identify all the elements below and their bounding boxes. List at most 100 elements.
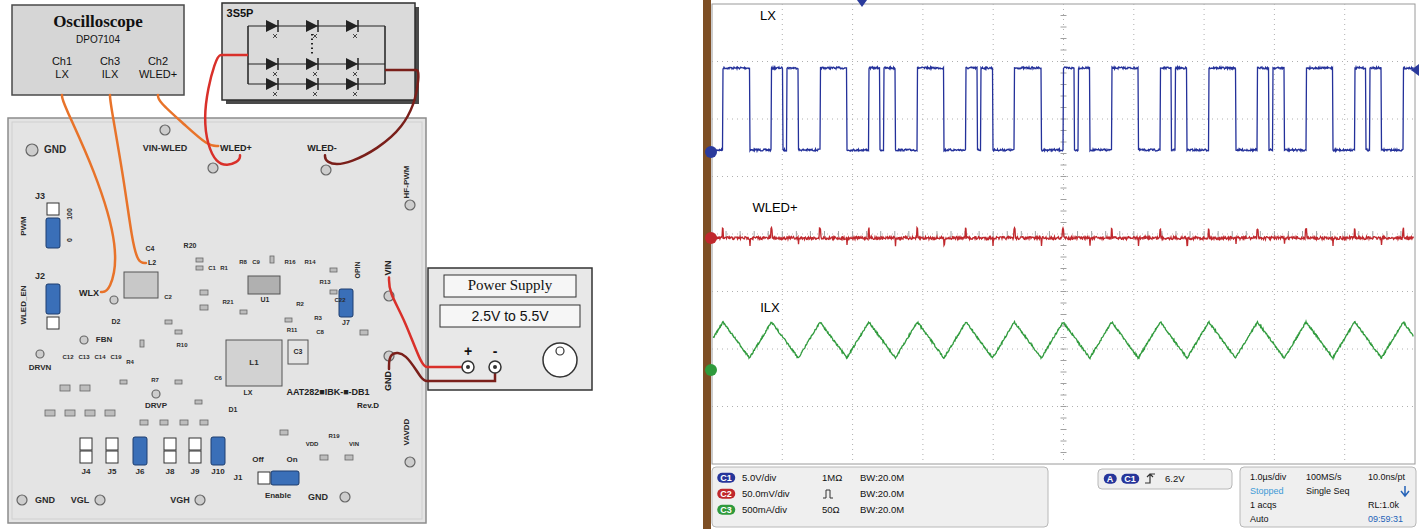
- channel-badge: A: [1104, 474, 1117, 484]
- scope-grid: [1091, 231, 1092, 237]
- scope-screen: [1098, 469, 1232, 489]
- scope-readout: 1MΩ: [822, 473, 842, 484]
- node-text: L2: [148, 259, 156, 267]
- scope-grid: [1204, 231, 1205, 237]
- label-slot: 09:59:31: [1368, 514, 1403, 524]
- scope-grid: [1061, 349, 1067, 350]
- power-supply-box: Power Supply2.5V to 5.5V+-: [428, 268, 592, 390]
- scope-grid: [712, 234, 1415, 235]
- led-array-case: [222, 3, 415, 100]
- text-slot: -: [493, 343, 498, 359]
- scope-readout: 6.2V: [1165, 474, 1185, 485]
- label-slot: R4: [126, 359, 134, 366]
- node-text: 2.5V to 5.5V: [471, 308, 548, 324]
- component-footprint: [180, 420, 188, 425]
- silkscreen-label: C4: [146, 245, 155, 253]
- silkscreen-label: R7: [151, 377, 159, 384]
- oscilloscope-case: [12, 5, 184, 95]
- component-footprint: [105, 410, 115, 416]
- component-footprint: [285, 318, 292, 322]
- scope-grid: [1061, 245, 1067, 246]
- silkscreen-label: VAVDD: [402, 419, 411, 446]
- test-wire: [389, 353, 428, 381]
- jumper-header: [47, 301, 59, 313]
- silkscreen-label: C13: [78, 354, 89, 361]
- silkscreen-label: J3: [35, 191, 45, 201]
- label-slot: C13: [78, 354, 89, 361]
- jumper-header: [80, 451, 92, 463]
- silkscreen-label: HF-PWM: [402, 166, 411, 199]
- scope-grid: [922, 231, 923, 237]
- label-slot: Stopped: [1250, 486, 1284, 496]
- silkscreen-label: C6: [214, 375, 222, 382]
- led-symbol: [306, 20, 318, 32]
- power-supply-case: [428, 268, 592, 390]
- label-slot: C3: [717, 505, 735, 515]
- node-text: Oscilloscope: [53, 12, 143, 32]
- led-array-box: 3S5P: [222, 3, 415, 100]
- silkscreen-label: R11: [287, 327, 298, 334]
- test-point: [80, 336, 88, 344]
- label-slot: R19: [328, 433, 339, 440]
- scope-readout: RL:1.0k: [1368, 500, 1399, 510]
- scope-screen: [1401, 486, 1409, 496]
- led-symbol: [353, 34, 357, 38]
- silkscreen-label: VIN: [349, 441, 359, 448]
- label-slot: Single Seq: [1306, 486, 1350, 496]
- component-footprint: [85, 410, 95, 416]
- silkscreen-label: FBN: [96, 335, 112, 344]
- scope-trace: [713, 322, 1414, 359]
- silkscreen-label: R1: [220, 265, 228, 272]
- label-slot: A: [1104, 474, 1117, 484]
- label-slot: LX: [244, 389, 253, 397]
- scope-grid: [1061, 222, 1067, 223]
- label-slot: 1.0µs/div: [1250, 472, 1286, 482]
- component-footprint: [200, 305, 208, 310]
- circuit-board: [12, 122, 422, 519]
- scope-grid: [1063, 231, 1064, 237]
- test-point: [195, 495, 205, 505]
- label-slot: OPIN: [354, 261, 362, 278]
- label-slot: C6: [214, 375, 222, 382]
- label-slot: J4: [82, 467, 91, 476]
- scope-grid: [1105, 231, 1106, 237]
- label-slot: R11: [287, 327, 298, 334]
- silkscreen-label: R20: [184, 242, 197, 250]
- scope-grid: [1260, 231, 1261, 237]
- label-slot: J2: [35, 271, 45, 281]
- silkscreen-label: DRVP: [145, 401, 167, 410]
- silkscreen-label: R8: [239, 259, 247, 266]
- jumper-header: [189, 438, 201, 450]
- scope-grid: [1316, 231, 1317, 237]
- component-footprint: [270, 256, 274, 263]
- scope-grid: [1061, 130, 1067, 131]
- test-wire: [389, 278, 428, 368]
- jumper-header: [164, 451, 176, 463]
- label-slot: C2: [164, 294, 172, 301]
- silkscreen-label: Off: [252, 455, 264, 464]
- silkscreen-label: C22: [334, 297, 345, 304]
- silkscreen-label: C2: [164, 294, 172, 301]
- scope-screen: [705, 146, 717, 158]
- scope-grid: [1274, 231, 1275, 237]
- ic-footprint: [124, 272, 308, 386]
- node-text: -: [493, 343, 498, 359]
- led-symbol: [248, 20, 385, 96]
- silkscreen-label: R3: [314, 315, 322, 322]
- scope-grid: [1330, 231, 1331, 237]
- silkscreen-label: J2: [35, 271, 45, 281]
- label-slot: 1MΩ: [822, 473, 842, 484]
- silkscreen-label: C1: [208, 265, 216, 272]
- scope-screen: [1411, 64, 1419, 76]
- silkscreen-label: R14: [304, 259, 315, 266]
- test-wire: [62, 95, 115, 292]
- node-text: GND: [383, 371, 393, 391]
- component-footprint: [165, 320, 172, 324]
- scope-grid: [1061, 188, 1067, 189]
- scope-grid: [1161, 231, 1162, 237]
- component-footprint: [240, 310, 247, 314]
- power-supply-case: [466, 365, 470, 369]
- component-footprint: [45, 256, 368, 460]
- text-slot: DPO7104: [76, 34, 120, 46]
